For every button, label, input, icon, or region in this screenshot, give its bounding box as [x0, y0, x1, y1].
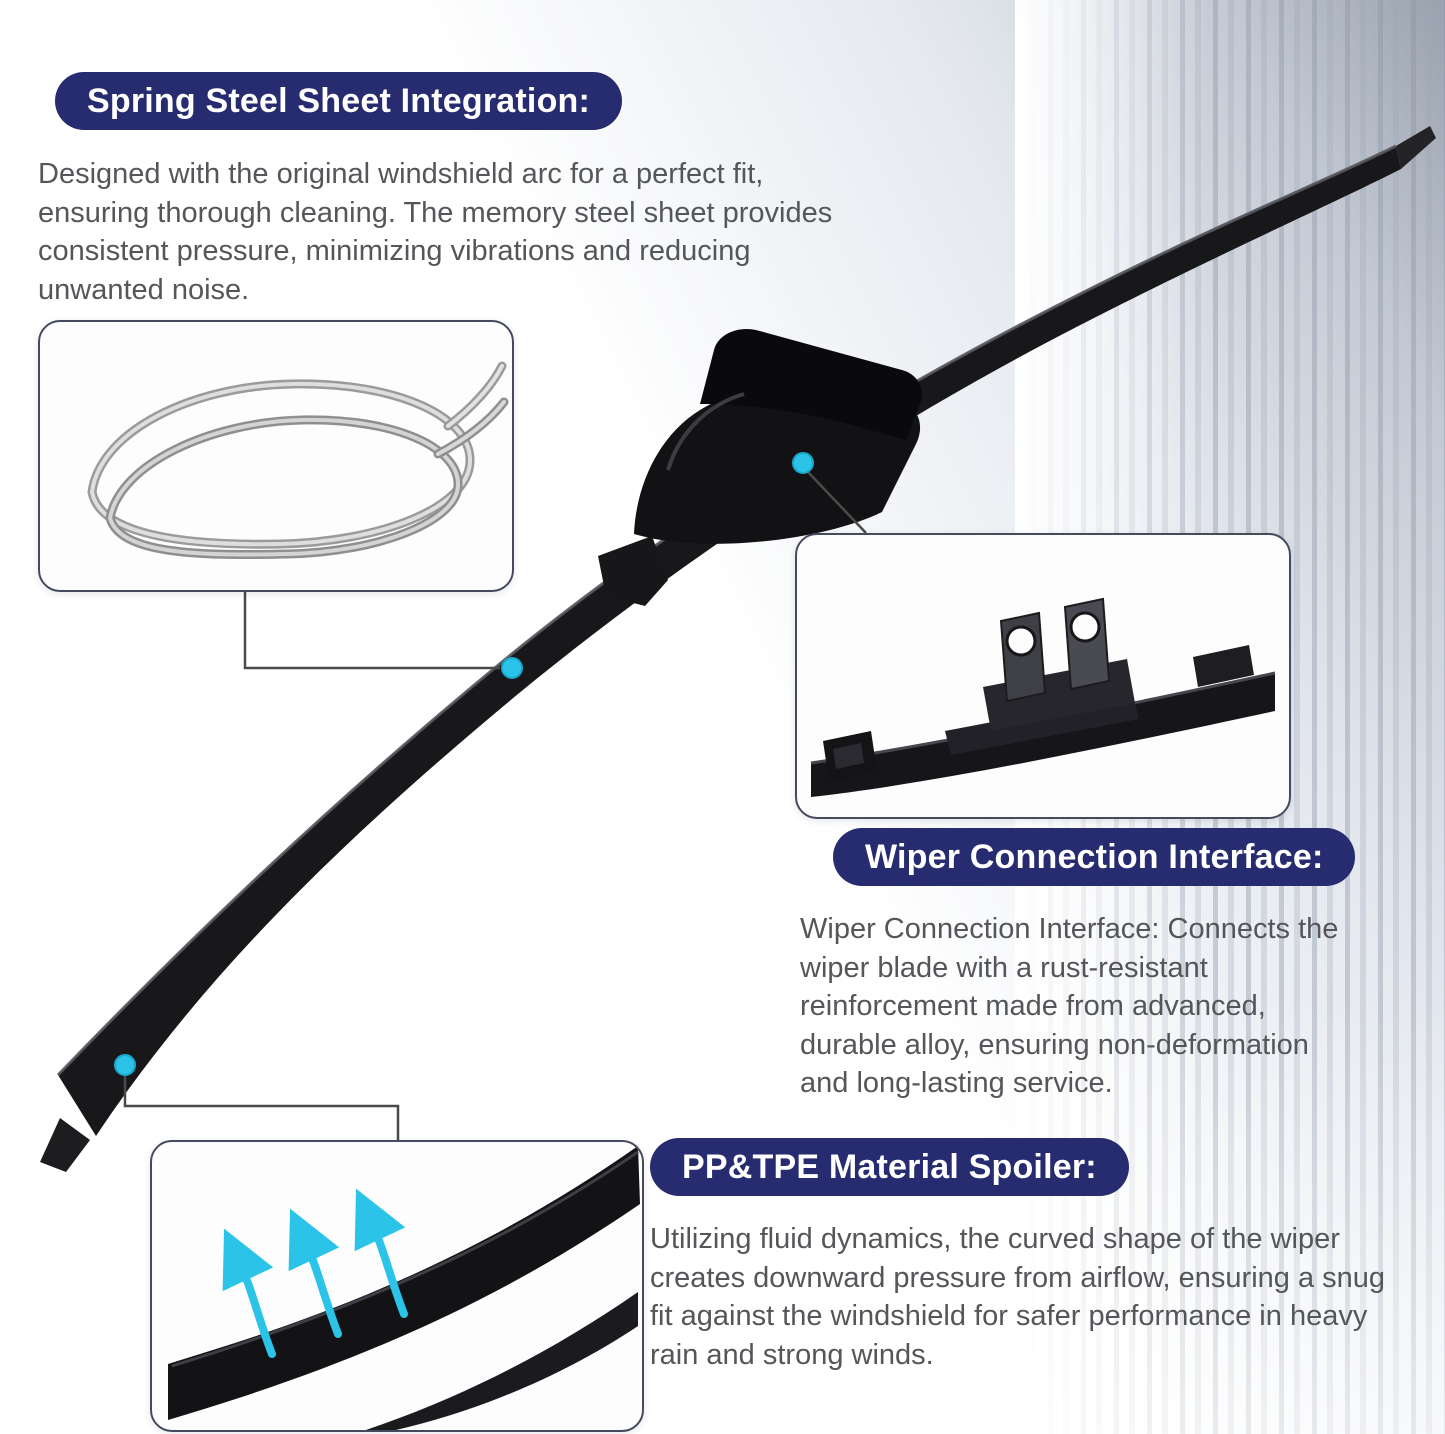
callout-dot-icon [501, 657, 523, 679]
section-title-connection-interface: Wiper Connection Interface: [833, 828, 1356, 886]
connector-line-spring [243, 588, 500, 670]
blade-rubber-tail [40, 1118, 90, 1172]
bracket-hole [1005, 625, 1037, 657]
section-body-connection-interface: Wiper Connection Interface: Connects the… [800, 913, 1339, 1100]
callout-dot-icon [114, 1054, 136, 1076]
blade-under-clip [598, 536, 668, 606]
callout-dot-icon [792, 452, 814, 474]
blade-adapter-arm [700, 328, 922, 440]
steel-strip-tail-highlight [436, 400, 506, 456]
connector-line-spoiler [123, 1075, 400, 1140]
spring-steel-sheets-illustration [87, 361, 509, 560]
inset-connection-photo [795, 533, 1291, 819]
callout-connectors [123, 471, 867, 1140]
spoiler-band [168, 1146, 640, 1420]
steel-strip-highlight [107, 417, 461, 557]
blade-tip-right [1396, 126, 1436, 169]
steel-strip-highlight [89, 381, 473, 547]
bracket-hole [1069, 611, 1101, 643]
closeup-left-clip-notch [833, 743, 864, 769]
steel-strip-tail-highlight [446, 364, 504, 428]
connector-line-connection [807, 471, 867, 534]
airflow-arrow-icon [354, 1188, 408, 1318]
airflow-arrow-icon [288, 1208, 342, 1338]
section-title-spring-steel: Spring Steel Sheet Integration: [55, 72, 623, 130]
spoiler-band-edge [171, 1150, 639, 1368]
spoiler-airflow-illustration [168, 1146, 640, 1430]
wiper-blade-product-photo [40, 126, 1436, 1172]
section-body-spring-steel: Designed with the original windshield ar… [38, 158, 833, 306]
closeup-right-tab [1193, 645, 1254, 687]
connection-interface-illustration [810, 597, 1276, 797]
adapter-highlight [666, 392, 745, 471]
callout-dots [114, 452, 814, 1076]
airflow-arrows-icon [222, 1188, 408, 1358]
inset-spoiler-photo [150, 1140, 644, 1432]
section-title-spoiler: PP&TPE Material Spoiler: [650, 1138, 1129, 1196]
airflow-arrow-icon [222, 1228, 276, 1358]
inset-spring-steel-photo [38, 320, 514, 592]
section-body-spoiler: Utilizing fluid dynamics, the curved sha… [650, 1223, 1386, 1371]
